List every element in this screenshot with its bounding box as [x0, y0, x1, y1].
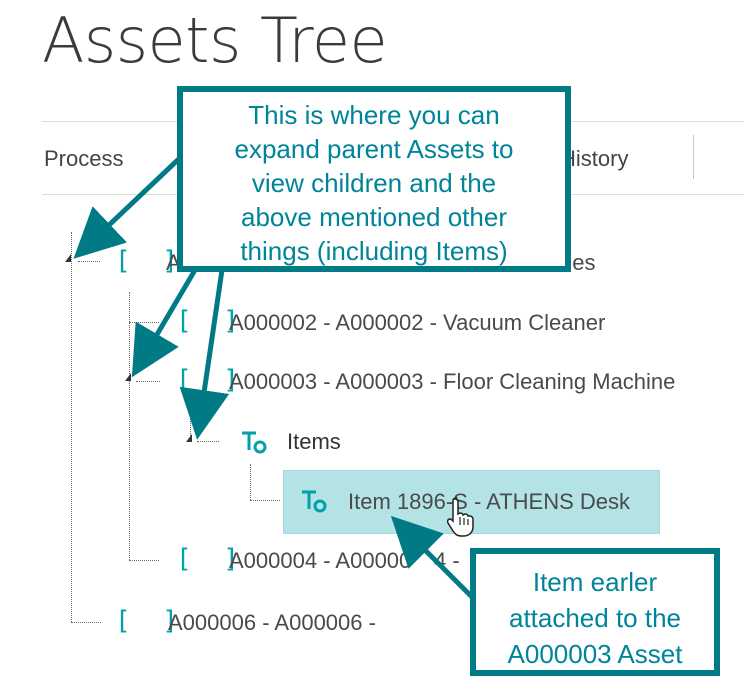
arrow-to-root-expander — [73, 153, 185, 259]
tree-branch — [136, 381, 160, 382]
tree-guide-level3 — [250, 464, 251, 500]
callout-line: view children and the — [251, 168, 497, 198]
tree-guide-root — [71, 232, 72, 622]
callout-expand-parent: This is where you can expand parent Asse… — [177, 86, 571, 272]
asset-bracket-icon: [ ] — [115, 606, 186, 636]
callout-line: above mentioned other — [241, 202, 507, 232]
arrow-to-selected-item — [390, 515, 480, 605]
item-type-icon — [242, 431, 267, 454]
tree-node-items[interactable]: Items — [287, 429, 341, 454]
tree-node-a000004[interactable]: A000004 - A00000 — [229, 548, 412, 573]
tree-branch — [250, 500, 280, 501]
callout-item-attached: Item earler attached to the A000003 Asse… — [470, 548, 720, 676]
arrow-to-a000003-expander — [131, 268, 198, 378]
asset-bracket-icon: [ ] — [176, 306, 247, 336]
page-title: Assets Tree — [42, 4, 388, 77]
arrow-to-items-expander — [179, 269, 230, 440]
callout-line: This is where you can — [248, 100, 500, 130]
selected-row-highlight[interactable] — [283, 470, 660, 534]
callout-line: A000003 Asset — [507, 639, 683, 669]
callout-line: expand parent Assets to — [234, 134, 514, 164]
tree-node-a000006[interactable]: A000006 - A000006 - — [168, 610, 376, 635]
tree-node-a000002[interactable]: A000002 - A000002 - Vacuum Cleaner — [229, 310, 606, 335]
tree-node-item-1896s[interactable]: Item 1896-S - ATHENS Desk — [348, 489, 631, 514]
tree-branch — [71, 622, 101, 623]
tree-branch — [78, 261, 100, 262]
callout-line: attached to the — [508, 603, 682, 633]
action-process[interactable]: Process — [44, 146, 124, 171]
callout-line: things (including Items) — [240, 236, 508, 266]
expander-a000003[interactable] — [125, 373, 131, 381]
asset-bracket-icon: [ ] — [176, 544, 247, 574]
action-history[interactable]: History — [560, 146, 629, 171]
callout-line: Item earler — [532, 567, 658, 597]
tree-branch — [197, 441, 219, 442]
action-separator — [693, 135, 694, 179]
item-type-icon — [302, 490, 327, 513]
tree-branch — [129, 560, 159, 561]
hand-cursor-icon — [447, 497, 474, 537]
tree-node-a000003[interactable]: A000003 - A000003 - Floor Cleaning Machi… — [229, 369, 676, 394]
tree-guide-level1 — [129, 292, 130, 560]
expander-root[interactable] — [65, 254, 71, 262]
